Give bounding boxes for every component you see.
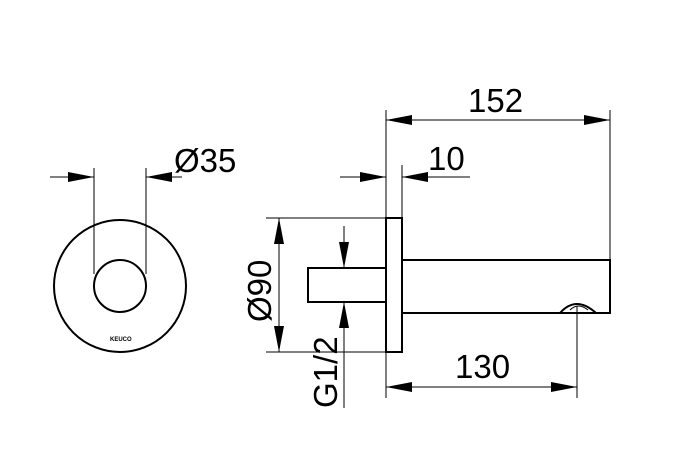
spout-outlet <box>559 303 597 314</box>
thread-connector <box>307 267 387 303</box>
dimension-flange-diameter: Ø90 <box>241 217 386 353</box>
arrowhead <box>386 115 412 125</box>
dimension-front-center-diameter: Ø35 <box>50 142 236 274</box>
dimension-total-length: 152 <box>385 82 611 260</box>
dimension-flange-thickness: 10 <box>340 140 470 218</box>
arrowhead <box>146 172 172 182</box>
arrowhead <box>584 115 610 125</box>
arrowhead <box>274 218 284 244</box>
spout-body <box>402 259 611 314</box>
side-view: 152 10 Ø90 G1/2 <box>241 82 611 408</box>
arrowhead <box>386 382 412 392</box>
dimension-spout-length: 130 <box>385 306 578 398</box>
dimension-label: G1/2 <box>307 336 344 408</box>
rosette-inner-circle <box>93 259 147 313</box>
wall-flange <box>385 217 403 353</box>
dimension-label: 10 <box>428 140 465 177</box>
arrowhead <box>339 242 349 268</box>
arrowhead <box>274 326 284 352</box>
dimension-label: 152 <box>468 82 523 119</box>
arrowhead <box>360 172 386 182</box>
arrowhead <box>339 302 349 328</box>
dimension-label: Ø90 <box>241 260 278 322</box>
rosette-outer-circle <box>53 219 187 353</box>
arrowhead <box>68 172 94 182</box>
spout-outlet-inner <box>569 305 589 311</box>
dimension-label: Ø35 <box>174 142 236 179</box>
arrowhead <box>551 382 577 392</box>
brand-logo: KEUCO <box>110 337 132 343</box>
dimension-label: 130 <box>455 348 510 385</box>
arrowhead <box>402 172 428 182</box>
dimension-thread: G1/2 <box>307 226 349 408</box>
front-view: KEUCO Ø35 <box>50 142 236 353</box>
